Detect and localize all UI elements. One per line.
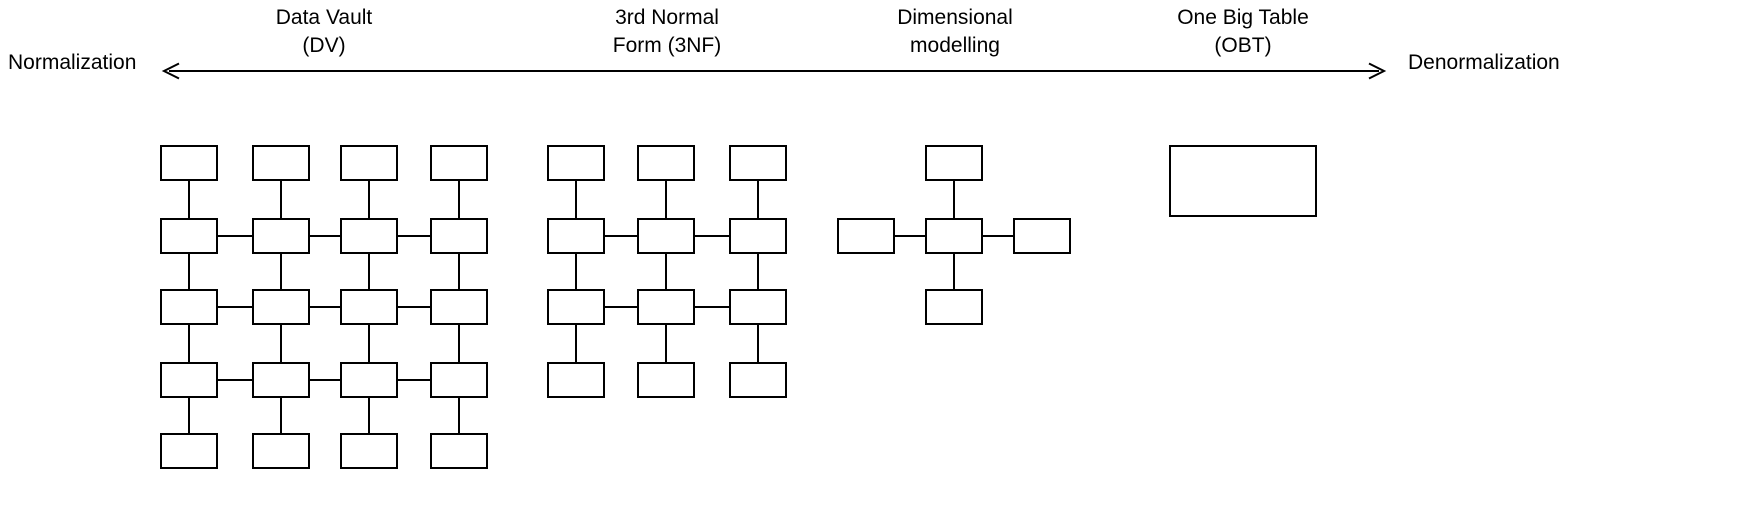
third-normal-form-schema: [547, 145, 787, 398]
schema-table-box: [729, 218, 787, 254]
label-line-2: Form (3NF): [612, 34, 722, 57]
axis-label-normalization: Normalization: [8, 51, 137, 74]
schema-table-box: [1169, 145, 1317, 217]
schema-table-box: [547, 145, 605, 181]
label-data-vault: Data Vault (DV): [276, 4, 373, 60]
schema-table-box: [925, 145, 983, 181]
label-line-2: (OBT): [1214, 34, 1272, 57]
schema-table-box: [729, 362, 787, 398]
schema-table-box: [430, 218, 488, 254]
schema-table-box: [252, 433, 310, 469]
schema-table-box: [160, 433, 218, 469]
schema-table-box: [340, 145, 398, 181]
label-one-big-table: One Big Table (OBT): [1177, 4, 1309, 60]
arrowhead-right-icon: [1368, 62, 1387, 80]
axis-label-denormalization: Denormalization: [1408, 51, 1560, 74]
schema-table-box: [340, 433, 398, 469]
schema-table-box: [340, 289, 398, 325]
schema-table-box: [340, 218, 398, 254]
schema-table-box: [547, 218, 605, 254]
schema-table-box: [160, 289, 218, 325]
arrowhead-left-icon: [161, 62, 180, 80]
label-line-2: (DV): [302, 34, 346, 57]
schema-table-box: [547, 289, 605, 325]
schema-table-box: [430, 433, 488, 469]
schema-table-box: [925, 289, 983, 325]
schema-table-box: [430, 289, 488, 325]
label-dimensional-modelling: Dimensional modelling: [897, 4, 1013, 60]
schema-table-box: [252, 145, 310, 181]
label-line-2: modelling: [910, 34, 1000, 57]
dimensional-modelling-schema: [837, 145, 1071, 325]
schema-table-box: [160, 145, 218, 181]
schema-table-box: [160, 218, 218, 254]
schema-table-box: [637, 218, 695, 254]
label-line-1: 3rd Normal: [615, 6, 719, 29]
label-line-1: Dimensional: [897, 6, 1013, 29]
schema-table-box: [637, 362, 695, 398]
schema-table-box: [252, 289, 310, 325]
spectrum-arrow: [161, 62, 1387, 80]
schema-table-box: [547, 362, 605, 398]
schema-table-box: [729, 289, 787, 325]
one-big-table-schema: [1169, 145, 1317, 217]
schema-table-box: [637, 289, 695, 325]
label-line-1: One Big Table: [1177, 6, 1309, 29]
schema-table-box: [1013, 218, 1071, 254]
schema-table-box: [340, 362, 398, 398]
schema-table-box: [430, 145, 488, 181]
schema-table-box: [160, 362, 218, 398]
schema-table-box: [837, 218, 895, 254]
schema-table-box: [430, 362, 488, 398]
schemas-layer: [160, 145, 1317, 469]
label-third-normal-form: 3rd Normal Form (3NF): [613, 4, 722, 60]
schema-table-box: [925, 218, 983, 254]
schema-table-box: [252, 218, 310, 254]
schema-table-box: [637, 145, 695, 181]
label-line-1: Data Vault: [275, 6, 373, 29]
data-vault-schema: [160, 145, 488, 469]
schema-table-box: [729, 145, 787, 181]
schema-table-box: [252, 362, 310, 398]
